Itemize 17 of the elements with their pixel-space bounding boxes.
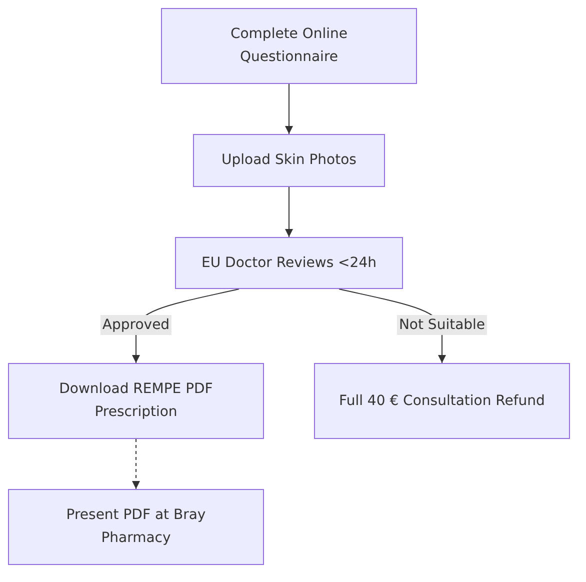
node-label: Full 40 € Consultation Refund: [339, 392, 545, 410]
process-box: [314, 363, 570, 439]
process-box: [193, 134, 385, 187]
arrow: [132, 438, 140, 490]
edge-label: Not Suitable: [396, 315, 488, 335]
process-box: [8, 489, 264, 565]
edge-label: Approved: [100, 315, 172, 335]
node-label: Complete Online Questionnaire: [229, 25, 349, 67]
process-box: [175, 237, 403, 289]
arrow: [285, 186, 293, 238]
node-label: Present PDF at Bray Pharmacy: [65, 506, 207, 548]
process-box: [8, 363, 264, 439]
node-label: EU Doctor Reviews <24h: [202, 254, 376, 272]
node-label: Upload Skin Photos: [222, 151, 356, 170]
arrow: [285, 84, 293, 134]
node-label: Download REMPE PDF Prescription: [58, 380, 214, 422]
process-box: [161, 8, 417, 84]
